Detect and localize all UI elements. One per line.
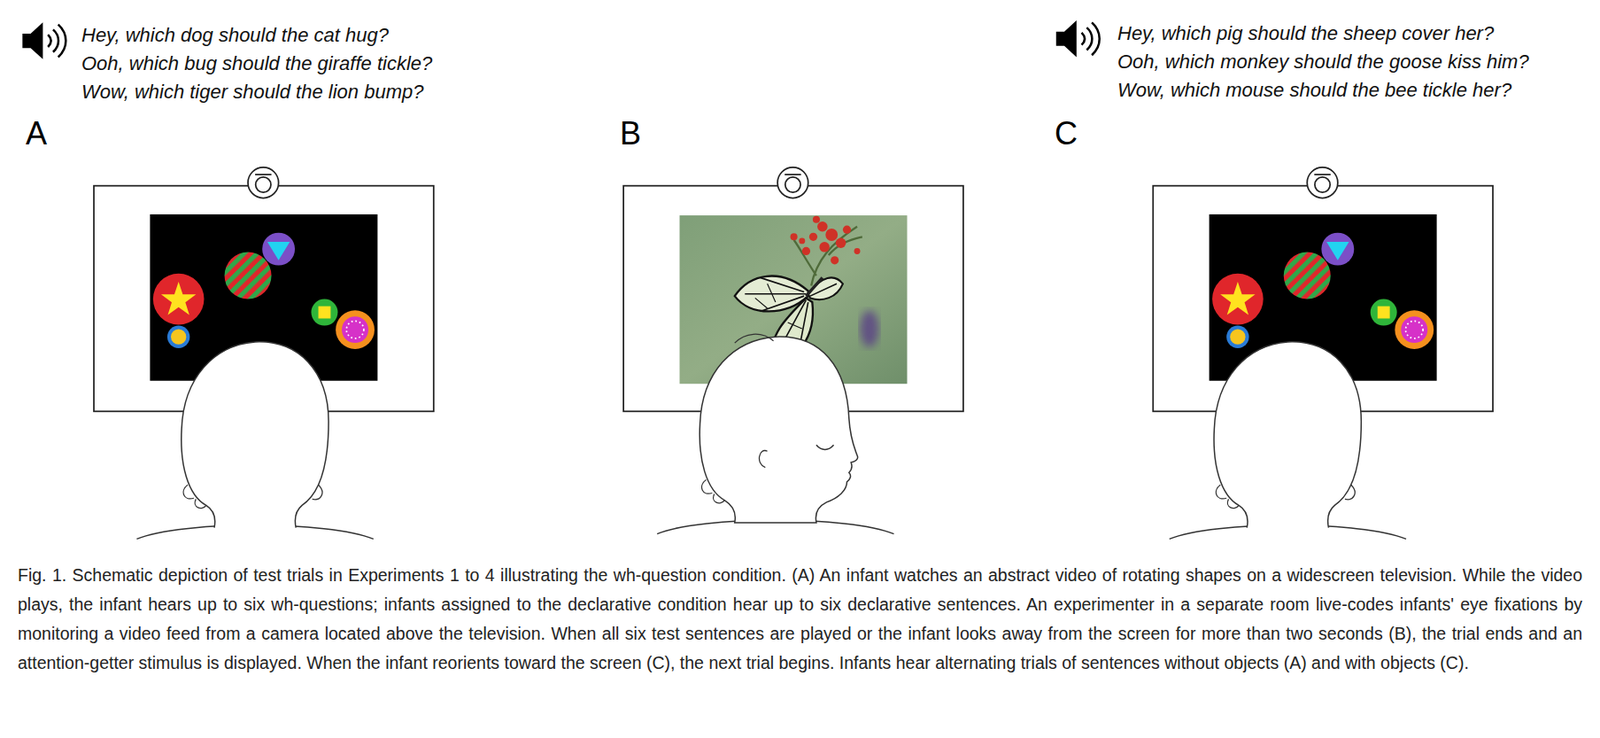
- question-line: Wow, which mouse should the bee tickle h…: [1117, 76, 1512, 105]
- butterfly-photo: [805, 277, 822, 296]
- infant-head: [1167, 341, 1408, 547]
- butterfly-photo: [755, 283, 803, 341]
- butterfly-photo: [825, 228, 838, 241]
- butterfly-photo: [794, 226, 863, 286]
- question-line: Ooh, which monkey should the goose kiss …: [1117, 47, 1530, 77]
- figure-caption: Fig. 1. Schematic depiction of test tria…: [17, 560, 1583, 678]
- infant-head: [655, 333, 897, 541]
- butterfly-photo: [790, 232, 798, 240]
- butterfly-photo: [802, 247, 811, 256]
- butterfly-photo: [859, 309, 879, 347]
- butterfly-photo: [812, 216, 820, 224]
- panel-letter: C: [1054, 115, 1078, 152]
- butterfly-photo: [835, 237, 847, 248]
- speaker-icon: [1056, 20, 1100, 57]
- panel-letter: A: [25, 115, 47, 152]
- question-line: Hey, which dog should the cat hug?: [81, 21, 389, 50]
- question-line: Wow, which tiger should the lion bump?: [81, 77, 424, 107]
- question-line: Hey, which pig should the sheep cover he…: [1117, 19, 1494, 48]
- butterfly-photo: [830, 255, 839, 264]
- butterfly-photo: [842, 225, 851, 234]
- butterfly-photo: [809, 232, 818, 241]
- speaker-icon: [22, 22, 66, 59]
- butterfly-photo: [817, 221, 828, 232]
- butterfly-photo: [790, 216, 861, 265]
- panel-letter: B: [619, 115, 642, 152]
- infant-head: [134, 341, 376, 547]
- speaker-icon: [47, 24, 66, 58]
- speaker-icon: [1082, 22, 1100, 55]
- butterfly-photo: [854, 247, 861, 255]
- question-line: Ooh, which bug should the giraffe tickle…: [81, 49, 433, 78]
- speaker-icon: [1056, 20, 1077, 57]
- speaker-icon: [22, 22, 43, 59]
- butterfly-photo: [798, 237, 805, 244]
- butterfly-photo: [819, 241, 830, 253]
